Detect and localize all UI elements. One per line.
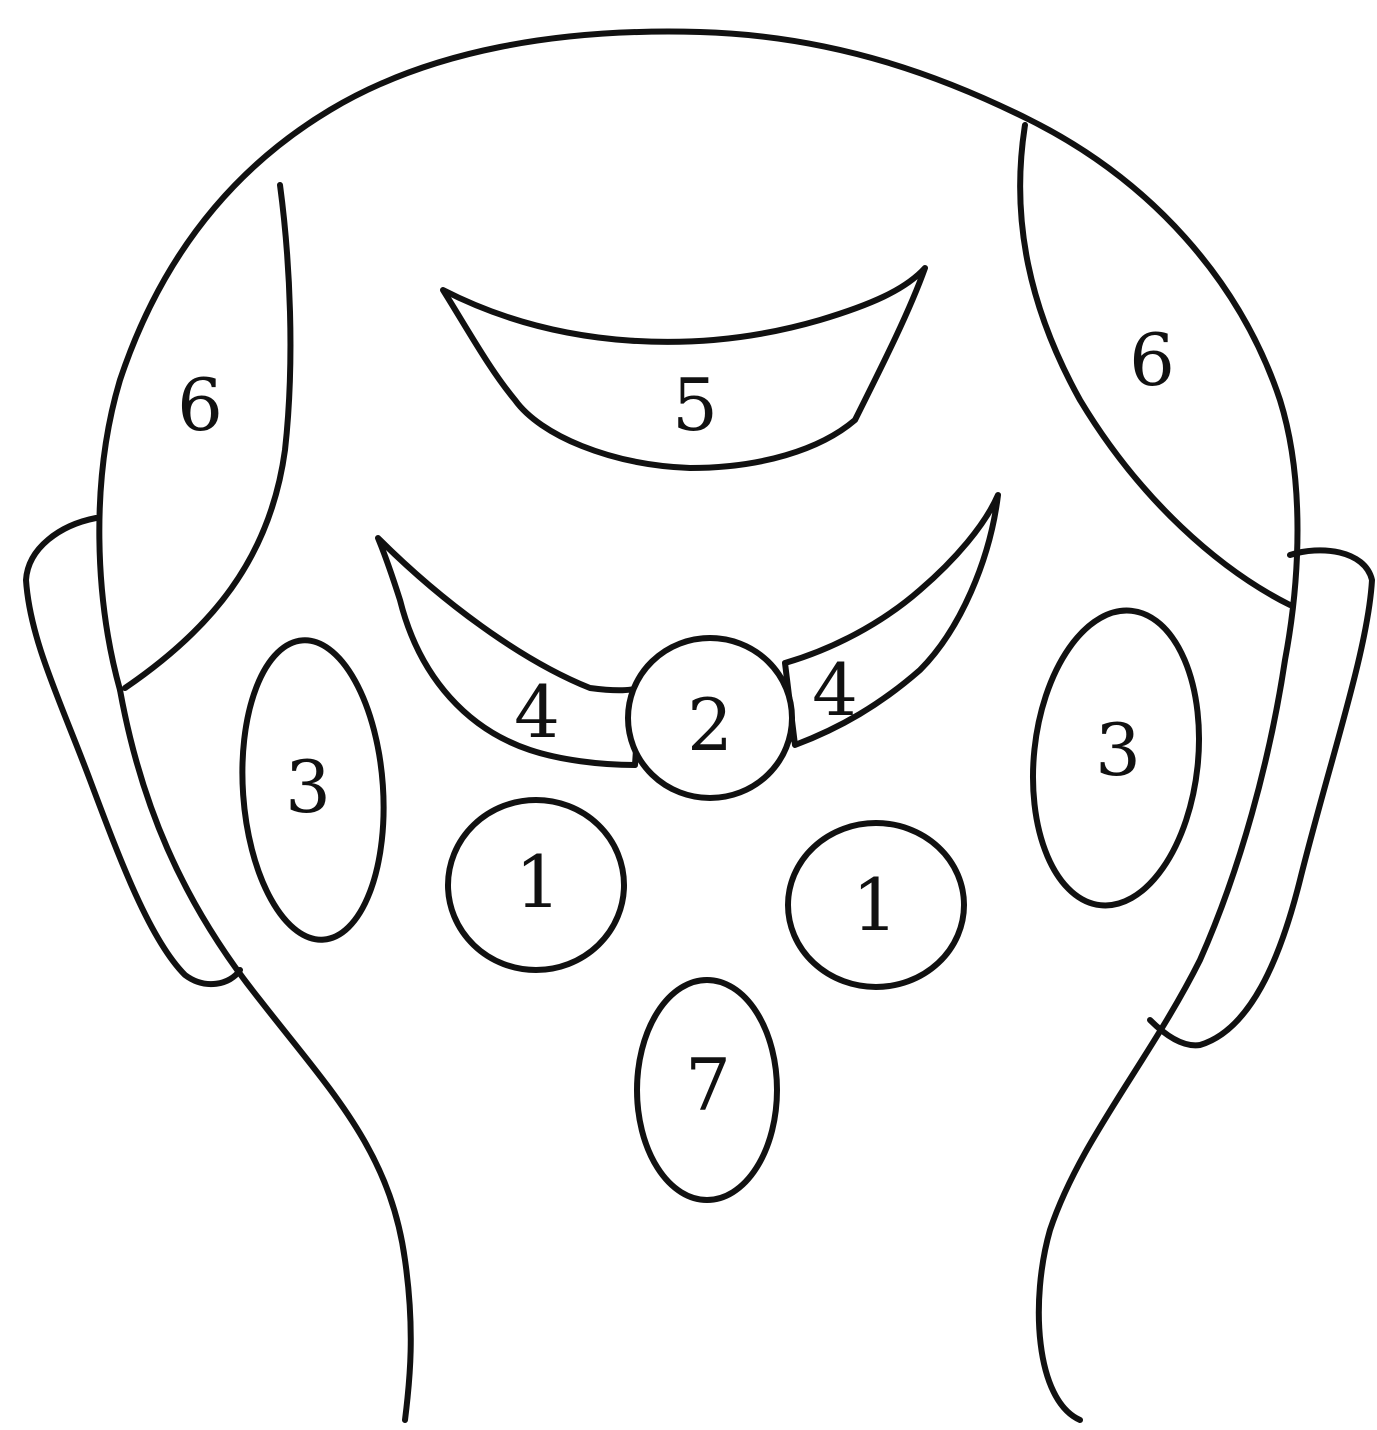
label-cheek-right: 3 [1095,708,1141,792]
label-nose: 7 [685,1043,731,1127]
label-glabella: 2 [687,683,733,767]
label-brow-left: 4 [514,670,560,754]
label-eye-right: 1 [852,863,898,947]
label-cheek-left: 3 [285,745,331,829]
label-eye-left: 1 [515,840,561,924]
label-brow-right: 4 [812,648,858,732]
label-temple-left: 6 [177,363,223,447]
label-forehead: 5 [672,363,718,447]
label-temple-right: 6 [1129,318,1175,402]
brow-zone [378,538,640,765]
